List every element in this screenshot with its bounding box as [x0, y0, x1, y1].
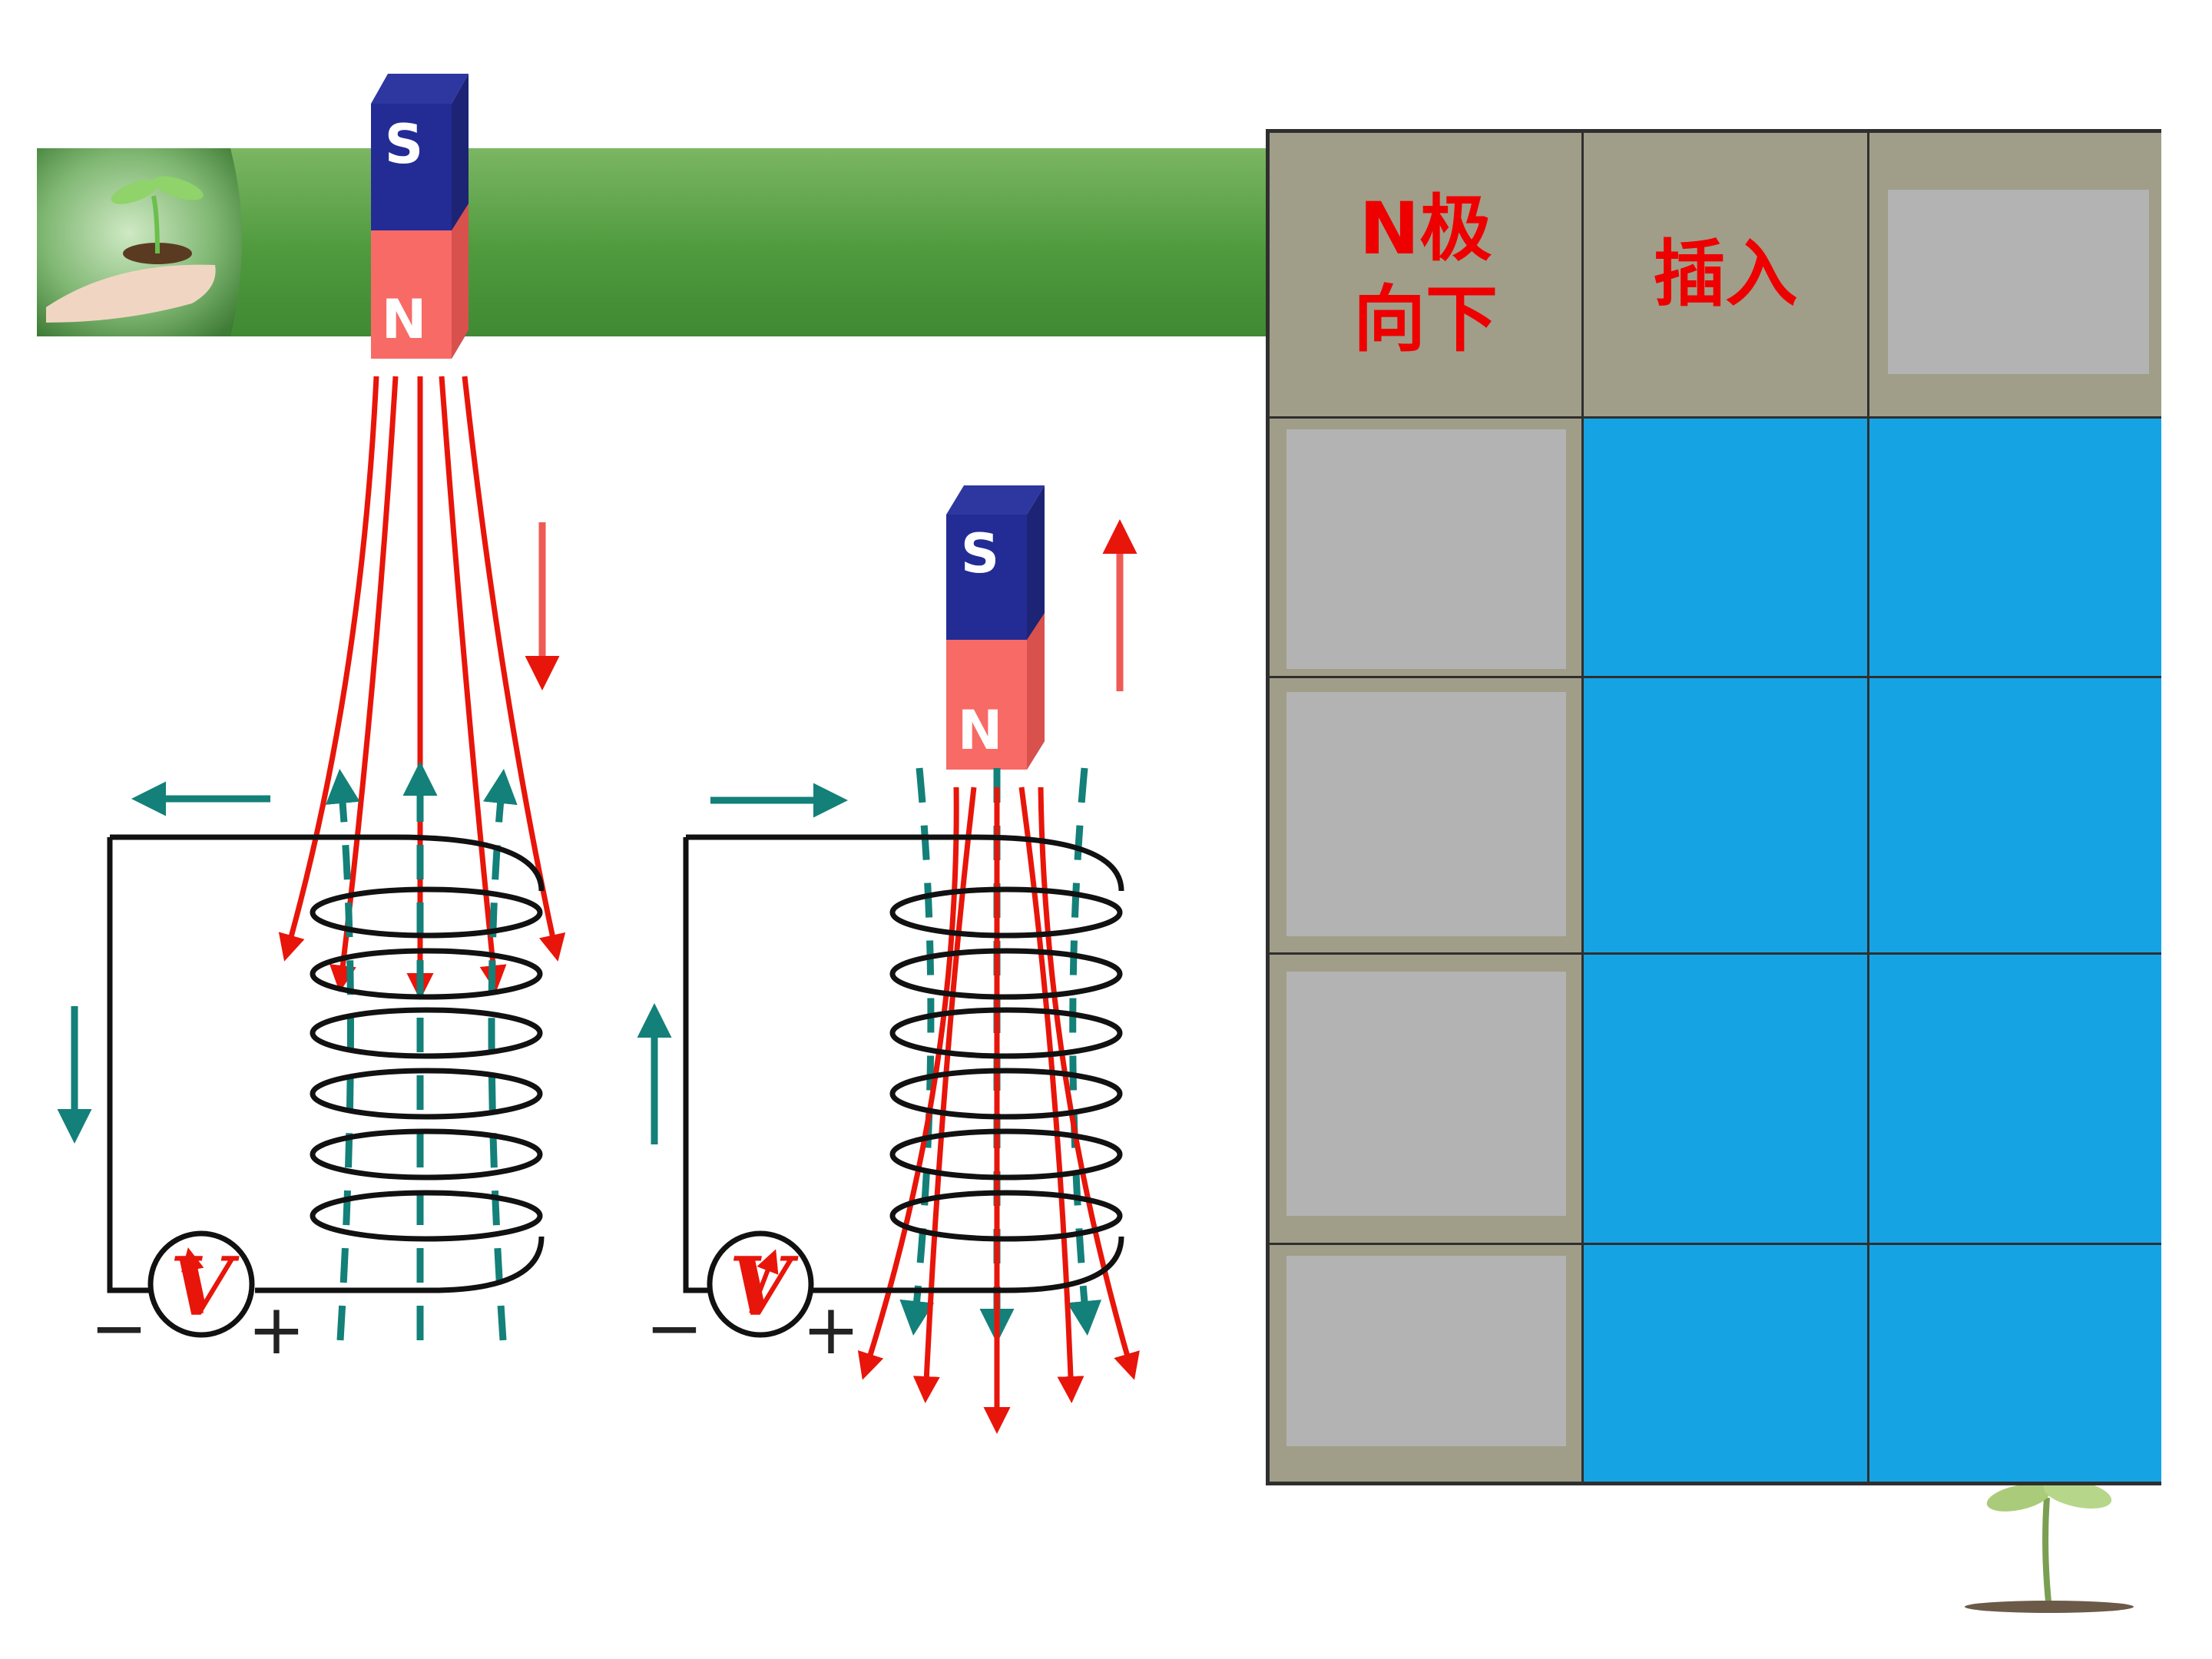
row2-cell-3: [1869, 678, 2161, 955]
minus-terminal-right: −: [645, 1288, 703, 1369]
bar-magnet-right: S N: [946, 485, 1045, 770]
row4-cell-3: [1869, 1245, 2161, 1482]
row4-placeholder: [1286, 1256, 1566, 1446]
row1-label-cell: [1270, 419, 1584, 678]
header-cell-action: 插入: [1584, 133, 1869, 419]
voltmeter-right: V: [707, 1230, 814, 1338]
solenoid-left: [107, 834, 545, 1293]
seedling-hand-icon: [46, 176, 216, 323]
row1-cell-3: [1869, 419, 2161, 678]
minus-terminal-left: −: [90, 1288, 147, 1369]
row1-placeholder: [1286, 429, 1566, 669]
induced-field-lines-left: [325, 761, 518, 1341]
row3-cell-3: [1869, 955, 2161, 1245]
row2-placeholder: [1286, 692, 1566, 936]
row2-label-cell: [1270, 678, 1584, 955]
magnet-right-south-label: S: [961, 522, 999, 585]
row2-cell-2: [1584, 678, 1869, 955]
row3-label-cell: [1270, 955, 1584, 1245]
magnet-south-label: S: [385, 113, 423, 176]
header-pole-text: N极 向下: [1353, 187, 1498, 362]
voltmeter-right-label: V: [729, 1239, 799, 1334]
row4-cell-2: [1584, 1245, 1869, 1482]
plus-terminal-left: +: [247, 1290, 305, 1370]
magnet-right-north-label: N: [958, 699, 1003, 762]
bar-magnet-top: S N: [371, 74, 469, 359]
header-cell-pole: N极 向下: [1270, 133, 1584, 419]
voltmeter-left-label: V: [170, 1239, 240, 1334]
header-banner: [37, 148, 1273, 336]
header-placeholder: [1888, 190, 2149, 374]
row1-cell-2: [1584, 419, 1869, 678]
row3-cell-2: [1584, 955, 1869, 1245]
solenoid-right: [683, 834, 1124, 1293]
header-action-text: 插入: [1653, 232, 1798, 316]
result-table: N极 向下 插入: [1266, 129, 2161, 1485]
row4-label-cell: [1270, 1245, 1584, 1482]
sprout-icon: [1965, 1479, 2134, 1613]
header-cell-blank: [1869, 133, 2161, 419]
voltmeter-left: V: [147, 1230, 255, 1338]
magnet-north-label: N: [382, 288, 427, 351]
row3-placeholder: [1286, 972, 1566, 1216]
plus-terminal-right: +: [802, 1290, 859, 1370]
